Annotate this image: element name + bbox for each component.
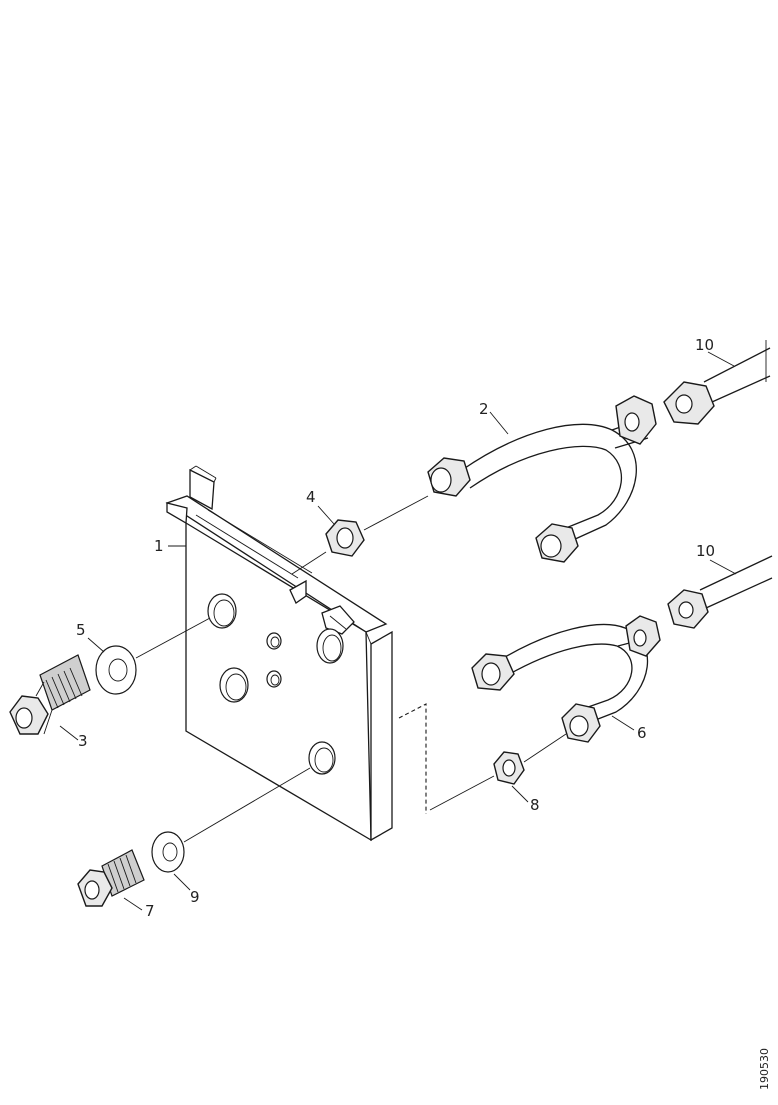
leader-line-8: [429, 775, 495, 811]
leader-line-9: [183, 767, 311, 843]
bracket-hole-small-2: [266, 670, 282, 688]
fitting-item-3: [9, 654, 91, 735]
bracket-hole-small-1: [266, 632, 282, 650]
callout-1: 1: [154, 537, 164, 555]
callout-6: 6: [637, 724, 647, 742]
u-pipe-upper: [427, 395, 657, 563]
hose-lower: [667, 555, 773, 629]
fitting-item-7: [77, 849, 145, 907]
callout-4: 4: [306, 488, 316, 506]
drawing-reference-number: 190530: [758, 1048, 771, 1090]
bracket-hole-upper-left: [207, 593, 237, 629]
leader-line-5: [135, 617, 211, 659]
leader-line-4: [363, 495, 429, 531]
nut-item-4: [325, 519, 365, 557]
callout-10-lower: 10: [696, 542, 715, 560]
bracket-hole-lower-left: [219, 667, 249, 703]
bracket-hole-right: [316, 628, 344, 664]
washer-item-9: [151, 831, 185, 873]
bracket-hole-bottom: [308, 741, 336, 775]
nut-item-8: [493, 751, 525, 785]
callout-2: 2: [479, 400, 489, 418]
callout-5: 5: [76, 621, 86, 639]
callout-10-upper: 10: [695, 336, 714, 354]
assembly-dashed-line: [398, 703, 427, 814]
callout-3: 3: [78, 732, 88, 750]
callout-7: 7: [145, 902, 155, 920]
mounting-bracket: [165, 465, 393, 842]
hose-upper: [663, 340, 771, 425]
callout-labels: 1 2 3 4 5 6 7 8 9 10 10: [59, 336, 737, 920]
u-pipe-lower: [471, 615, 661, 743]
callout-8: 8: [530, 796, 540, 814]
washer-item-5: [95, 645, 137, 695]
callout-9: 9: [190, 888, 200, 906]
